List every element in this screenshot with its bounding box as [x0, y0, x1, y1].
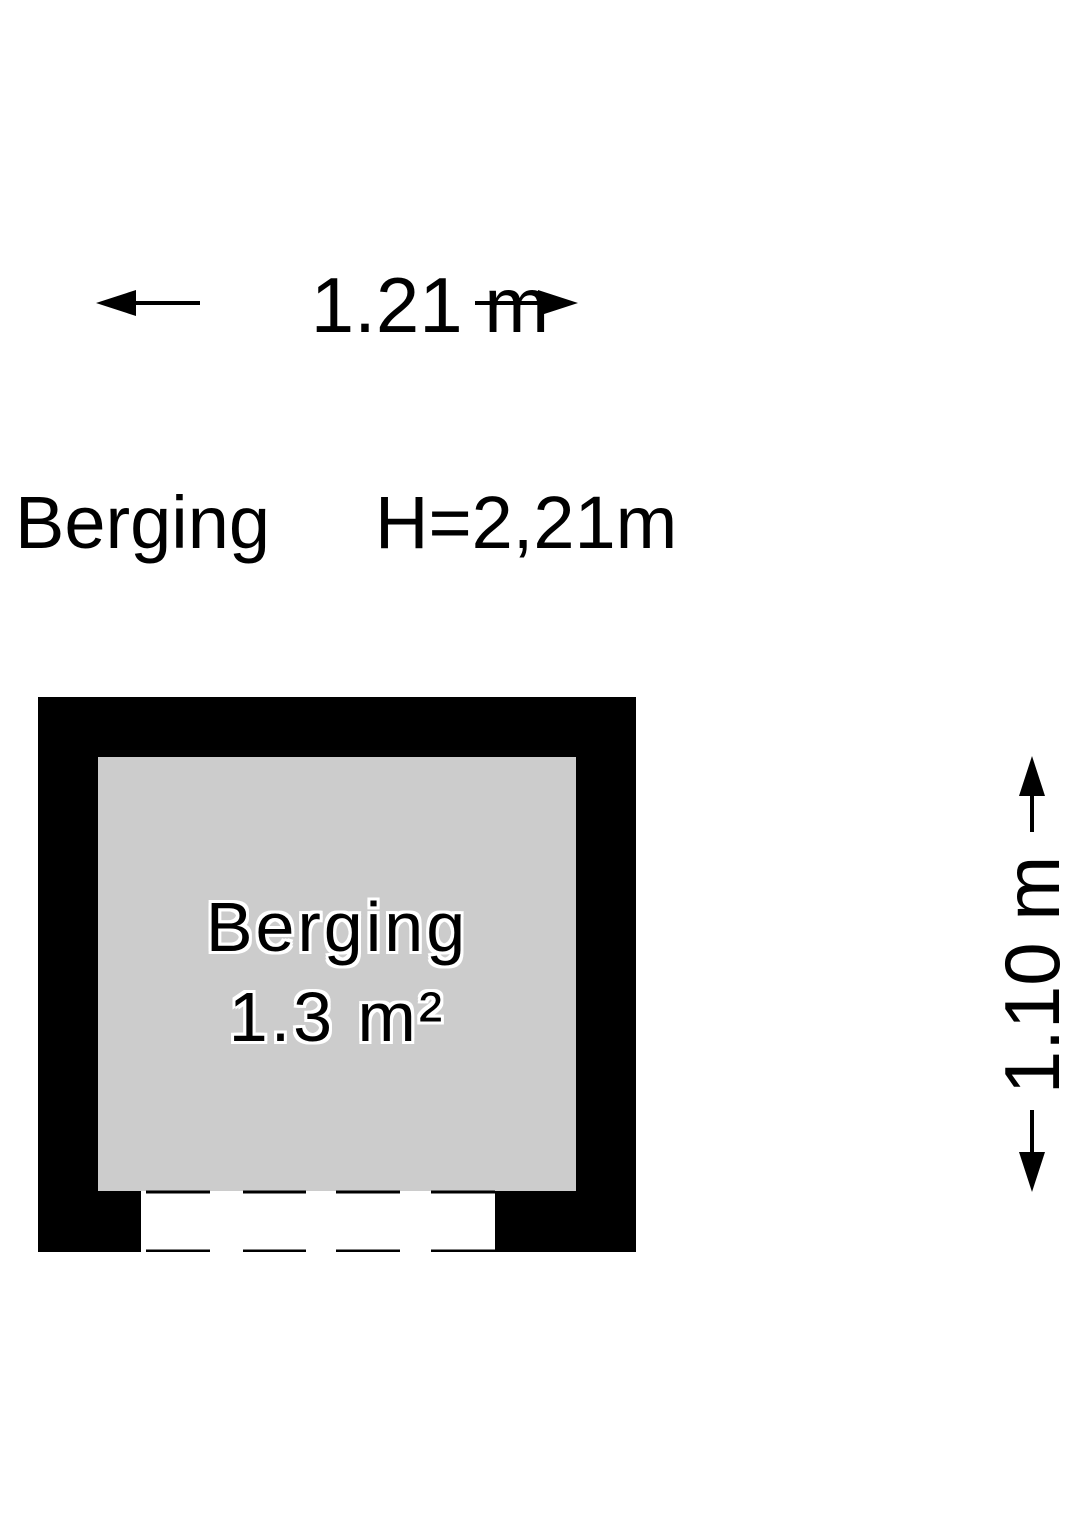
height-arrows [1019, 756, 1045, 1192]
room-area-label: 1.3 m² [228, 978, 446, 1056]
door-opening [141, 1191, 495, 1252]
door-threshold-dashes [146, 1190, 495, 1252]
arrow-right-icon [538, 290, 578, 316]
room-floor [98, 757, 576, 1191]
floor-plan-drawing [38, 697, 636, 1252]
floor-plan: Berging 1.3 m² [38, 697, 636, 1252]
width-dimension-label: 1.21 m [310, 261, 550, 349]
arrow-left-icon [96, 290, 136, 316]
ceiling-height-label: H=2,21m [375, 481, 678, 564]
arrow-down-icon [1019, 1152, 1045, 1192]
room-title: Berging [15, 481, 271, 564]
room-name-label: Berging [205, 888, 469, 966]
width-arrows [96, 290, 578, 316]
width-dimension: 1.21 m [90, 260, 590, 350]
arrow-up-icon [1019, 756, 1045, 796]
height-dimension: 1.10 m [988, 750, 1076, 1200]
height-dimension-label: 1.10 m [988, 855, 1076, 1095]
